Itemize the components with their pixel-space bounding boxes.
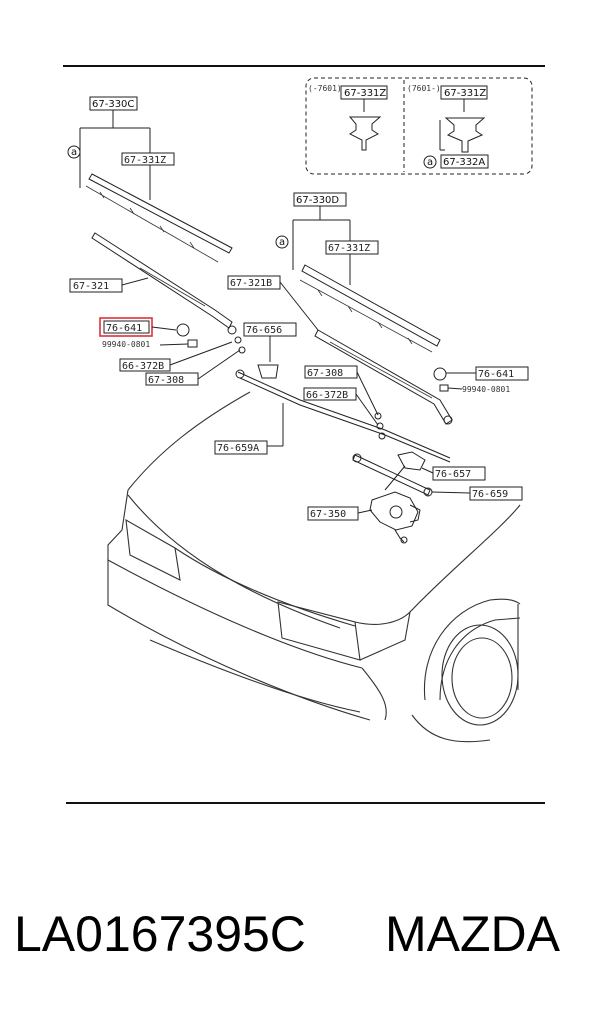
nut-cap-right — [433, 367, 447, 381]
label-67-330C: 67-330C — [92, 99, 134, 110]
callout-a-left — [67, 145, 81, 159]
footer: LA0167395C MAZDA — [0, 905, 600, 975]
label-76-659A: 76-659A — [217, 443, 259, 454]
label-67-308-left: 67-308 — [148, 375, 184, 386]
label-67-321: 67-321 — [73, 281, 109, 292]
motor-group: 76-657 76-659 67-350 — [307, 451, 523, 544]
label-67-350: 67-350 — [310, 509, 346, 520]
label-76-641-left: 76-641 — [106, 323, 142, 334]
label-67-331Z-right: 67-331Z — [328, 243, 370, 254]
callout-a-right — [275, 235, 289, 249]
label-7601-before: (-7601) — [308, 84, 342, 93]
label-a-right: a — [279, 237, 285, 248]
car-body-outline — [107, 391, 521, 743]
left-wiper-group: 67-330C a 67-331Z 67-321 76-641 99940-08… — [67, 96, 246, 386]
label-a-inset: a — [427, 157, 433, 168]
right-wiper-group: 67-330D a 67-331Z 67-321B 67-308 66-372B… — [227, 192, 529, 440]
right-wiper-blade — [301, 264, 441, 347]
nut-cap-left — [176, 323, 190, 337]
brand-name: MAZDA — [385, 906, 560, 962]
label-76-641-right: 76-641 — [478, 369, 514, 380]
link-group: 76-656 76-659A — [214, 322, 451, 463]
wiper-motor — [369, 491, 419, 531]
label-a-left: a — [71, 147, 77, 158]
link-76-659 — [352, 454, 431, 496]
label-67-331Z-left: 67-331Z — [124, 155, 166, 166]
label-66-372B-right: 66-372B — [306, 390, 348, 401]
part-number: LA0167395C — [14, 906, 306, 962]
callout-a-inset — [423, 155, 437, 169]
label-99940-right: 99940-0801 — [462, 385, 510, 394]
label-99940-left: 99940-0801 — [102, 340, 150, 349]
label-67-321B: 67-321B — [230, 278, 272, 289]
variant-inset: (-7601) (7601-) 67-331Z 67-331Z a 67-332… — [305, 77, 533, 175]
label-66-372B-left: 66-372B — [122, 361, 164, 372]
label-76-656: 76-656 — [246, 325, 282, 336]
label-7601-after: (7601-) — [407, 84, 441, 93]
label-67-330D: 67-330D — [296, 195, 339, 206]
label-67-308-right: 67-308 — [307, 368, 343, 379]
label-67-331Z-inset-right: 67-331Z — [444, 88, 486, 99]
left-wiper-blade — [88, 173, 233, 254]
label-76-659: 76-659 — [472, 489, 508, 500]
left-wiper-arm — [91, 232, 233, 329]
label-67-331Z-inset-left: 67-331Z — [344, 88, 386, 99]
label-76-657: 76-657 — [435, 469, 471, 480]
pivot-76-657 — [397, 451, 426, 471]
link-rod — [237, 371, 451, 459]
label-67-332A: 67-332A — [443, 157, 485, 168]
